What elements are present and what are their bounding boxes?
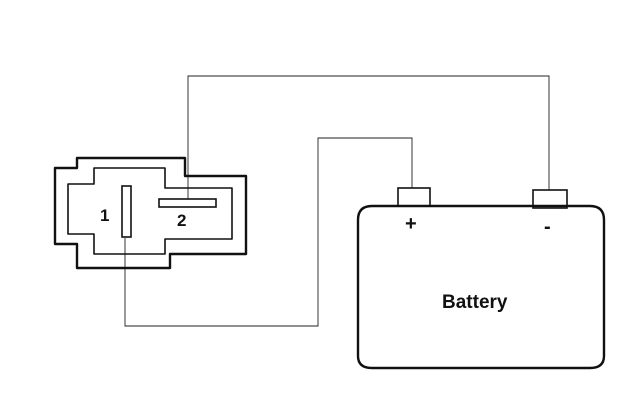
battery-case: [356, 204, 606, 370]
connector: 1 2: [53, 156, 248, 270]
wires: [124, 75, 550, 327]
pin-1-label: 1: [100, 206, 109, 225]
battery-negative-post: [532, 189, 568, 209]
connector-inner-housing: [67, 167, 233, 255]
pin-2-label: 2: [177, 211, 186, 230]
connector-outer-housing: [53, 156, 248, 270]
battery-negative-label: -: [544, 216, 551, 238]
battery-positive-label: +: [405, 213, 417, 235]
wire-positive-to-pin1: [124, 137, 413, 327]
connector-terminal-2: [158, 198, 217, 208]
wire-pin2-to-negative: [187, 75, 550, 200]
connector-terminal-1: [121, 185, 132, 238]
battery: + - Battery: [356, 187, 606, 370]
battery-positive-post: [397, 187, 431, 207]
battery-label: Battery: [442, 292, 508, 313]
